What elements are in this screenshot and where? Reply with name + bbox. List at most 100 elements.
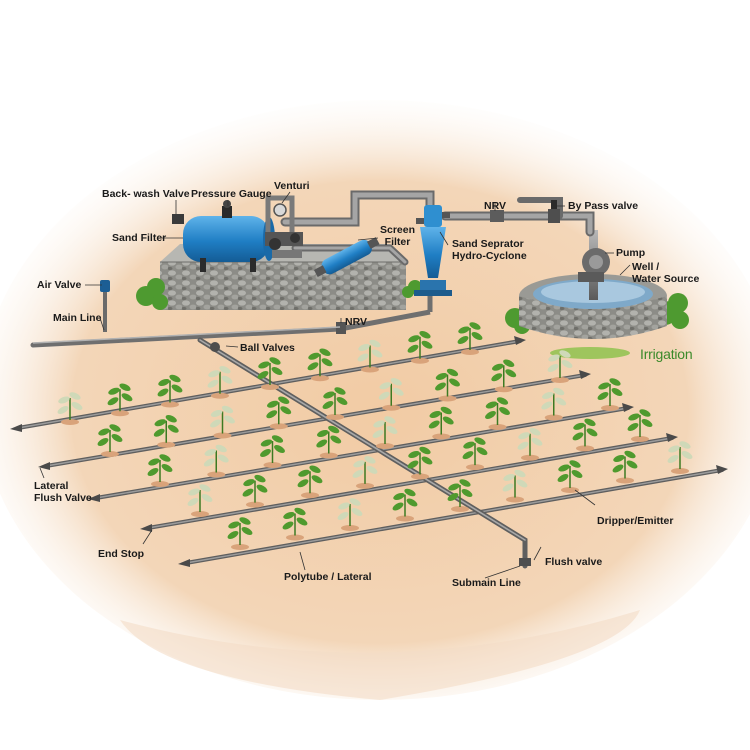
plant	[357, 339, 383, 373]
plant	[352, 456, 378, 489]
plant-leaf	[316, 439, 328, 448]
plant-leaf	[371, 349, 383, 358]
plant-leaf	[541, 401, 553, 410]
label-well-line1: Well /	[632, 261, 660, 273]
plant-leaf	[372, 430, 384, 438]
plant-leaf	[210, 410, 223, 417]
plant-leaf	[428, 420, 440, 429]
plant-leaf	[553, 387, 565, 396]
plant-leaf	[639, 409, 651, 417]
plant	[207, 366, 233, 399]
plant-leaf	[406, 498, 418, 507]
plant-leaf	[390, 378, 402, 386]
label-dripper-emitter: Dripper/Emitter	[597, 515, 674, 527]
nrv-top-valve	[490, 210, 504, 222]
plant-leaf	[679, 441, 691, 449]
plant-leaf	[491, 373, 503, 382]
plant-leaf	[364, 456, 376, 464]
plant	[57, 392, 83, 425]
plant	[257, 357, 283, 390]
leader-lines	[39, 191, 631, 579]
plant-soil	[551, 377, 569, 383]
plant-leaf	[502, 483, 514, 492]
plant-soil	[319, 452, 338, 459]
plant-soil	[211, 392, 229, 399]
plant-leaf	[461, 489, 473, 497]
plant-leaf	[419, 446, 431, 455]
plant	[322, 387, 348, 420]
plant-leaf	[421, 456, 433, 465]
plant-leaf	[446, 368, 459, 377]
label-sand-filter: Sand Filter	[112, 232, 167, 244]
plant-soil	[151, 481, 169, 487]
plant-leaf	[485, 411, 496, 419]
plant-leaf	[158, 379, 170, 386]
plant-leaf	[69, 392, 81, 400]
plant	[407, 331, 433, 364]
plant	[428, 406, 454, 440]
plant	[557, 460, 583, 493]
plant-leaf	[207, 379, 219, 388]
plant	[282, 507, 308, 541]
plant-leaf	[668, 445, 680, 453]
plant-leaf	[336, 397, 348, 405]
plant-leaf	[227, 531, 239, 539]
plant-soil	[461, 349, 479, 355]
label-nrv-top: NRV	[484, 200, 506, 212]
label-sand-separator-line2: Hydro-Cyclone	[452, 250, 527, 262]
plant-soil	[157, 441, 176, 448]
plant-soil	[326, 414, 344, 420]
screen-filter	[313, 237, 380, 278]
plant-soil	[356, 482, 374, 489]
plant-leaf	[317, 430, 329, 437]
plant-leaf	[386, 426, 398, 434]
plant-leaf	[260, 439, 273, 447]
plant-leaf	[586, 428, 598, 437]
plant-leaf	[210, 419, 221, 428]
plant	[502, 469, 528, 503]
plant-soil	[576, 445, 594, 452]
plant-leaf	[296, 517, 308, 526]
plant-leaf	[407, 344, 419, 353]
plant-leaf	[165, 415, 177, 423]
plant	[392, 488, 418, 522]
pump	[578, 230, 610, 300]
plant-leaf	[458, 326, 470, 334]
plant-leaf	[555, 397, 567, 406]
label-sand-separator: Sand Seprator Hydro-Cyclone	[452, 238, 527, 262]
plant-rows	[57, 322, 693, 550]
plant-soil	[269, 423, 288, 430]
plant	[372, 416, 398, 449]
plant-soil	[207, 471, 226, 478]
plant-soil	[213, 432, 232, 439]
plant-leaf	[448, 483, 460, 491]
plant-leaf	[282, 521, 294, 530]
plant-leaf	[559, 350, 571, 358]
plant-leaf	[243, 479, 255, 487]
plant-leaf	[242, 488, 254, 497]
plant	[407, 446, 433, 480]
plant	[203, 444, 229, 478]
plant-leaf	[503, 359, 515, 367]
plant	[147, 454, 173, 487]
plant	[462, 437, 488, 471]
plant-soil	[396, 515, 414, 522]
plant-leaf	[217, 454, 229, 463]
plant-leaf	[322, 401, 334, 409]
plant-leaf	[584, 418, 596, 427]
plant-leaf	[435, 373, 448, 380]
main-line-pipe	[30, 296, 433, 348]
plant-leaf	[109, 424, 121, 432]
plant-leaf	[221, 405, 234, 414]
plant-leaf	[271, 435, 284, 443]
plant	[227, 517, 253, 550]
plant-leaf	[111, 434, 123, 442]
plant-leaf	[148, 458, 160, 466]
plant-soil	[494, 386, 513, 393]
plant-leaf	[328, 425, 340, 434]
plant-leaf	[266, 410, 278, 419]
plant-leaf	[613, 455, 625, 462]
label-lateral-flush-line2: Flush Valve	[34, 492, 92, 504]
plant	[612, 450, 638, 484]
plant-leaf	[514, 469, 526, 478]
